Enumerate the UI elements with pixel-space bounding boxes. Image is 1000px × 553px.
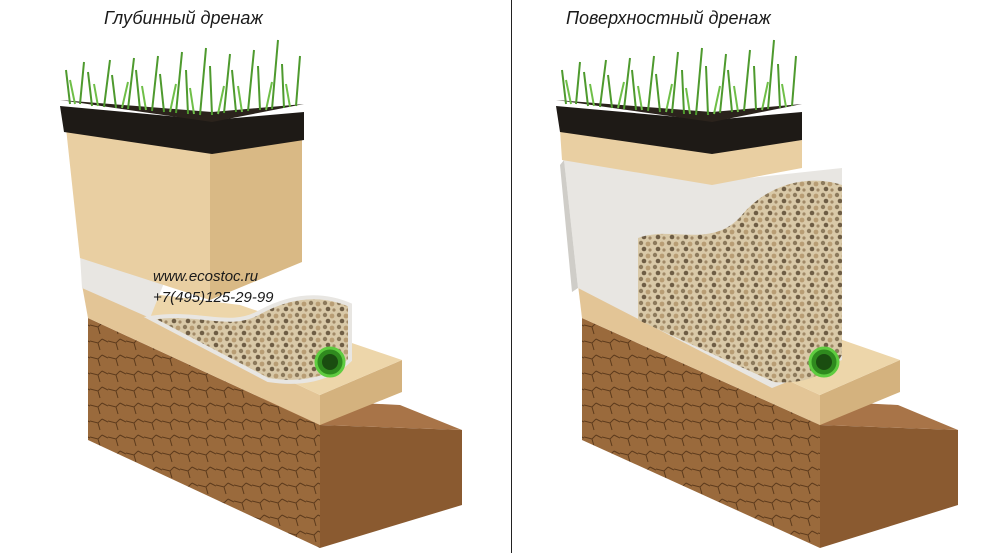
topsoil-layer: [60, 100, 304, 154]
panel-divider: [511, 0, 512, 553]
deep-drainage-illustration: [60, 39, 462, 548]
surface-drainage-illustration: [556, 39, 958, 548]
surface-drainage-title: Поверхностный дренаж: [566, 8, 771, 28]
website-link[interactable]: www.ecostoc.ru: [153, 268, 259, 285]
surface-drainage-panel: Поверхностный дренаж: [512, 0, 1000, 553]
deep-drainage-panel: Глубинный дренаж www.ecostoc.ru +7(495)1…: [60, 8, 462, 548]
phone-number[interactable]: +7(495)125-29-99: [153, 289, 274, 306]
gravel-block: [638, 180, 842, 383]
deep-drainage-title: Глубинный дренаж: [104, 8, 263, 28]
drain-pipe-icon: [314, 346, 346, 378]
topsoil-layer: [556, 100, 802, 154]
sand-layer: [560, 130, 802, 185]
gravel-trench: [143, 295, 352, 384]
grass-icon: [65, 39, 301, 116]
sand-layer: [66, 128, 302, 300]
drain-pipe-icon: [808, 346, 840, 378]
grass-icon: [561, 39, 797, 116]
clay-layer: [88, 318, 462, 548]
